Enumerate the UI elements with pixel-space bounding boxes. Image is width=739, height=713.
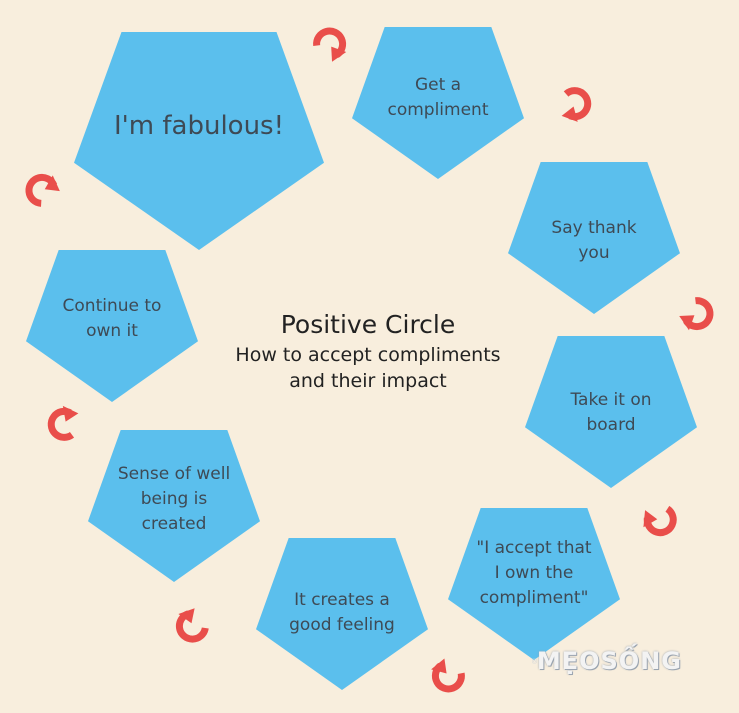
node-well-being-label: Sense of well being is created — [117, 464, 231, 534]
node-say-thank-you-label: Say thank you — [551, 218, 637, 263]
watermark: MẸOSỐNG — [532, 638, 682, 684]
cycle-arrow-icon — [44, 404, 84, 444]
cycle-arrow-icon — [310, 24, 350, 64]
node-well-being: Sense of well being is created — [88, 430, 260, 582]
cycle-arrow-icon — [172, 606, 212, 646]
node-get-compliment-label: Get a compliment — [387, 75, 489, 120]
cycle-arrow-icon — [640, 500, 680, 540]
node-continue-own-label: Continue to own it — [62, 296, 162, 341]
diagram-center-caption: Positive Circle How to accept compliment… — [210, 308, 526, 394]
cycle-arrow-icon — [555, 84, 595, 124]
node-take-on-board-label: Take it on board — [570, 390, 652, 435]
node-accept-own-label: "I accept that I own the compliment" — [476, 538, 592, 608]
node-accept-own: "I accept that I own the compliment" — [448, 508, 620, 660]
diagram-subtitle: How to accept compliments and their impa… — [235, 344, 501, 392]
node-take-on-board: Take it on board — [525, 336, 697, 488]
node-get-compliment: Get a compliment — [352, 27, 524, 179]
cycle-arrow-icon — [22, 170, 62, 210]
diagram-title: Positive Circle — [280, 310, 456, 339]
node-say-thank-you: Say thank you — [508, 162, 680, 314]
node-fabulous: I'm fabulous! — [74, 32, 324, 250]
meosong-logo-icon — [532, 658, 537, 664]
cycle-arrow-icon — [428, 656, 468, 696]
cycle-arrow-icon — [677, 294, 717, 334]
node-fabulous-label: I'm fabulous! — [113, 111, 285, 141]
watermark-text: MẸOSỐNG — [536, 647, 682, 675]
node-good-feeling-label: It creates a good feeling — [289, 590, 395, 635]
node-good-feeling: It creates a good feeling — [256, 538, 428, 690]
node-continue-own: Continue to own it — [26, 250, 198, 402]
